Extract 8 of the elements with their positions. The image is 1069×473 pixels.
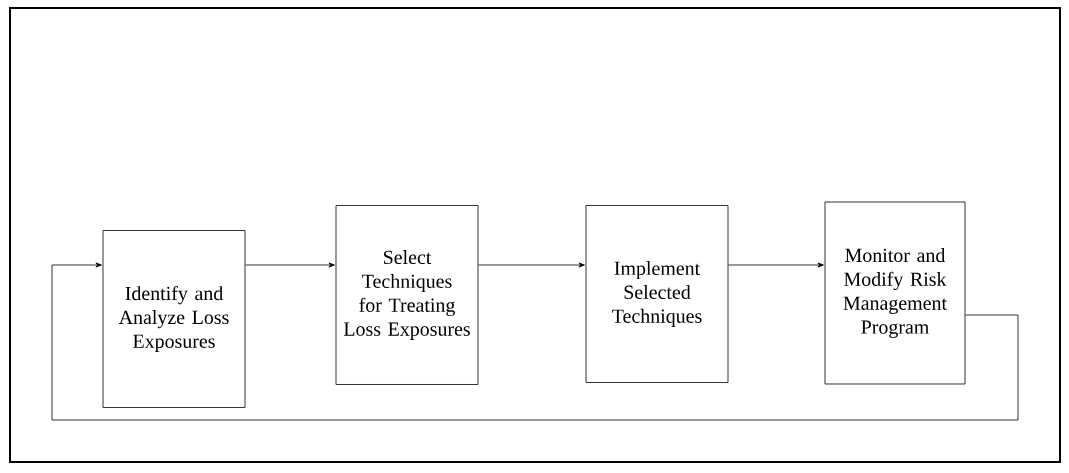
process-box: Implement Selected Techniques [585,205,729,383]
process-box: Monitor and Modify Risk Management Program [824,201,966,385]
arrow [728,262,824,268]
arrow [245,262,335,268]
arrow [478,262,585,268]
process-box: Identify and Analyze Loss Exposures [102,230,246,408]
process-box: Select Techniques for Treating Loss Exposures [335,205,479,385]
arrow [51,262,1019,421]
